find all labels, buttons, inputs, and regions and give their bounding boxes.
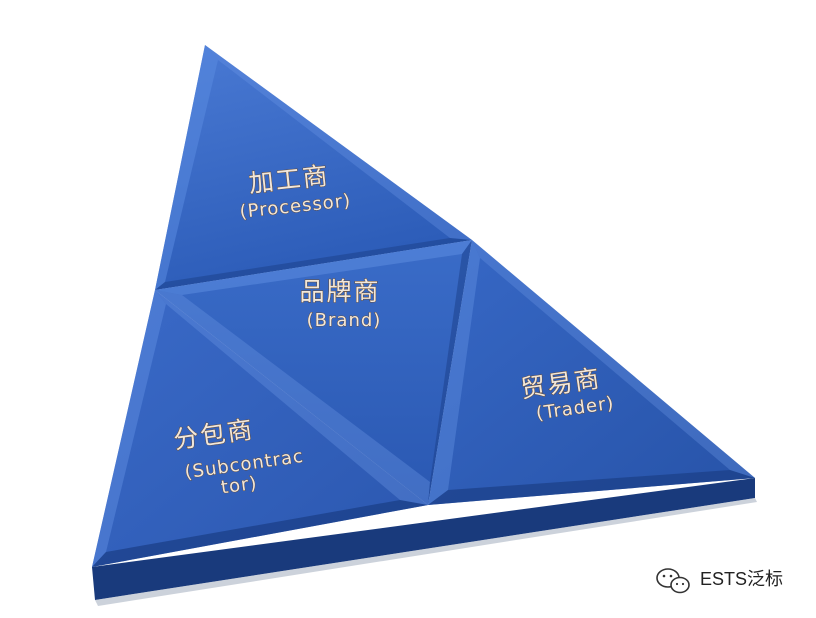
pyramid-side-shadow [95, 498, 757, 606]
watermark: ESTS泛标 [656, 568, 783, 594]
wechat-icon [656, 568, 690, 594]
segment-subcontractor [92, 290, 428, 567]
pyramid-side [92, 478, 755, 600]
label-brand-en: (Brand) [307, 310, 382, 331]
label-brand-zh: 品牌商 [299, 277, 380, 306]
label-trader: 贸易商 (Trader) [518, 363, 616, 425]
label-brand: 品牌商 (Brand) [299, 277, 382, 332]
watermark-text: ESTS泛标 [700, 569, 783, 589]
segment-trader [428, 240, 755, 505]
label-processor-zh: 加工商 [247, 161, 331, 198]
segment-processor [155, 45, 472, 290]
